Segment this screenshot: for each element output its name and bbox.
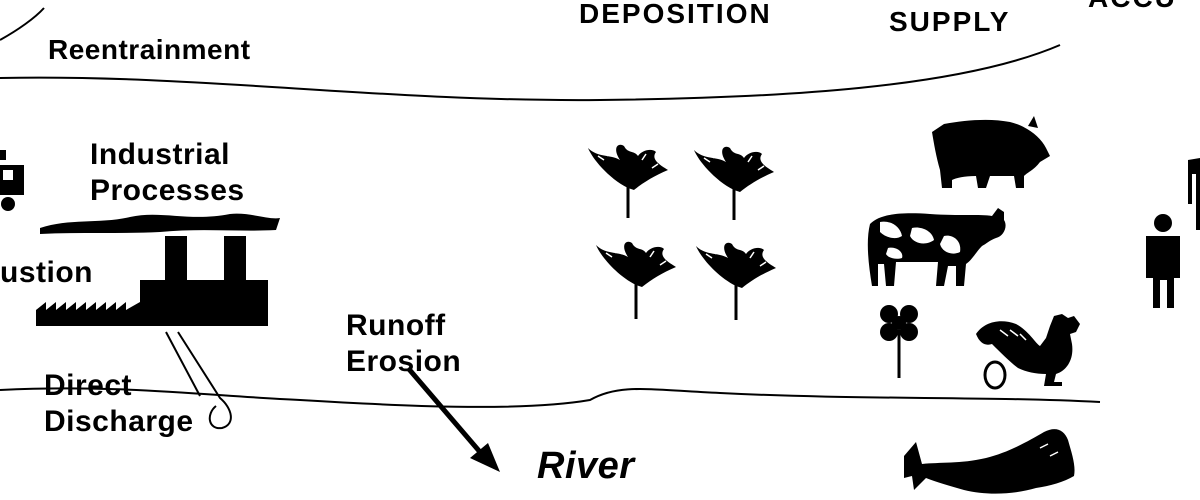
industrial-line-2: Processes <box>90 174 245 207</box>
rooster-icon <box>976 314 1080 386</box>
supply-heading: SUPPLY <box>889 6 1011 37</box>
egg-icon <box>983 360 1007 390</box>
river-label: River <box>537 445 635 487</box>
runoff-line-1: Runoff <box>346 309 446 342</box>
fish-icon <box>904 429 1075 494</box>
runoff-erosion-label: Runoff Erosion <box>346 308 461 380</box>
cow-icon <box>867 208 1006 286</box>
arrow-icon <box>406 366 500 472</box>
person-icon <box>1146 158 1200 308</box>
river-boundary-line <box>0 387 1101 408</box>
direct-line-2: Discharge <box>44 405 194 438</box>
industrial-processes-label: Industrial Processes <box>90 137 245 209</box>
atmosphere-boundary-line <box>0 44 1061 102</box>
discharge-pipe <box>165 331 232 430</box>
direct-line-1: Direct <box>44 369 133 402</box>
direct-discharge-label: Direct Discharge <box>44 368 194 440</box>
clover-icon <box>880 305 918 378</box>
industrial-line-1: Industrial <box>90 138 231 171</box>
tree-icon <box>588 144 668 218</box>
pig-icon <box>932 116 1050 188</box>
tree-icon <box>694 146 774 220</box>
factory-icon <box>36 213 280 326</box>
truck-icon <box>0 150 24 211</box>
tree-icon <box>696 242 776 320</box>
deposition-heading: DEPOSITION <box>579 0 772 29</box>
tree-icon <box>596 241 676 319</box>
reentrainment-label: Reentrainment <box>48 34 251 65</box>
runoff-line-2: Erosion <box>346 345 462 378</box>
accumulation-heading-cutoff: ACCU <box>1088 0 1177 12</box>
reentrainment-arc <box>0 7 45 41</box>
combustion-label: ustion <box>0 256 93 289</box>
